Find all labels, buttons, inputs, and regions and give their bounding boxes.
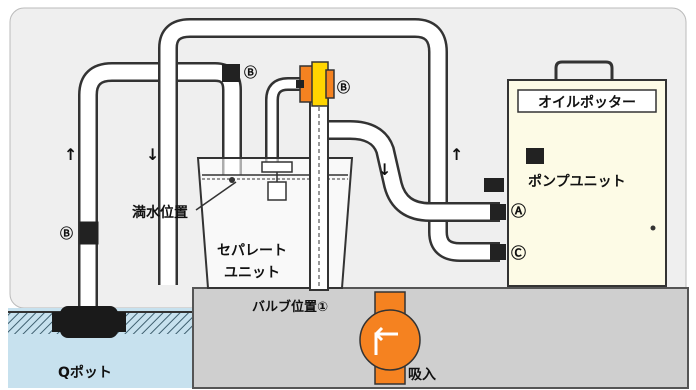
separate-label-line1: セパレート [217,243,287,259]
full-water-label: 満水位置 [132,204,188,221]
valve-connector [296,80,304,88]
q-pot-label: Qポット [58,364,112,381]
fitting-qpot-pipe [79,221,99,245]
marker-b-top: Ⓑ [244,65,257,81]
ground-valve-body [359,309,421,371]
ground-block [192,287,689,389]
marker-b-valve: Ⓑ [337,80,350,96]
pipe-pump [326,122,500,220]
fitting-a [490,204,506,220]
float-bracket [261,161,293,173]
valve-right-cap [325,69,335,99]
pump-unit-label: ポンプユニット [528,173,626,190]
full-water-leader [195,181,237,211]
marker-a: Ⓐ [511,202,526,220]
arrow-up-qpot: ↑ [64,145,77,164]
oil-potter-handle [554,60,614,80]
q-pot-right-ear [116,312,126,332]
separate-label-line2: ユニット [224,265,280,281]
fitting-top-left [222,64,240,82]
marker-b-qpot: Ⓑ [60,226,73,242]
water-level-dot [229,177,235,183]
valve-position-label: バルブ位置① [252,299,328,315]
arrow-up-right: ↑ [450,145,463,164]
float-sensor [267,181,287,201]
fitting-pump-side [484,178,504,192]
marker-c: Ⓒ [511,244,526,262]
suction-label: 吸入 [408,367,436,383]
arrow-down-pump: ↓ [378,160,391,179]
oil-potter-label: オイルポッター [538,94,636,111]
pump-screw [650,225,656,231]
oil-potter-label-box [517,89,657,113]
pump-indicator [526,148,544,164]
pipe-return [160,20,500,285]
arrow-down-left: ↓ [146,145,159,164]
q-pot [60,306,118,338]
fitting-c [490,244,506,260]
ground-valve-arrow [374,326,398,355]
tube-float [267,79,305,165]
oil-potter-body [507,79,667,287]
q-pot-left-ear [52,312,62,332]
pipes [78,18,500,310]
